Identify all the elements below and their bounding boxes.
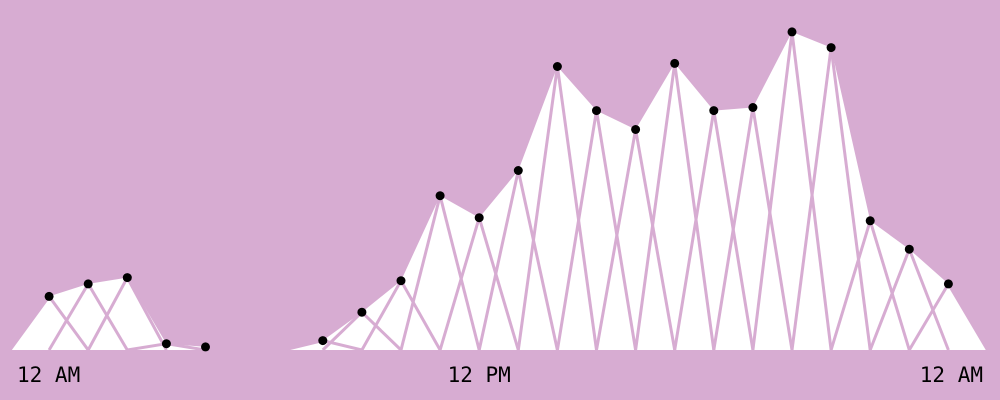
data-point bbox=[44, 291, 54, 301]
data-point bbox=[83, 279, 93, 289]
data-point bbox=[865, 216, 875, 226]
zigzag-line bbox=[868, 220, 911, 351]
zigzag-line bbox=[673, 110, 716, 351]
zigzag-line bbox=[908, 283, 950, 351]
data-point bbox=[552, 62, 562, 71]
zigzag-line bbox=[360, 311, 403, 352]
data-point bbox=[513, 166, 523, 175]
data-point bbox=[670, 58, 680, 68]
zigzag-line bbox=[712, 107, 755, 351]
zigzag-line bbox=[595, 110, 638, 351]
zigzag-line bbox=[555, 110, 598, 351]
zigzag-line bbox=[751, 31, 794, 351]
data-points bbox=[44, 27, 953, 352]
data-point bbox=[318, 336, 328, 346]
x-tick-label: 12 PM bbox=[448, 363, 511, 387]
zigzag-line bbox=[438, 195, 481, 351]
zigzag-line bbox=[47, 295, 90, 351]
zigzag-line bbox=[360, 279, 403, 351]
zigzag-line bbox=[477, 170, 520, 351]
zigzag-line bbox=[399, 279, 442, 351]
x-tick-label: 12 AM bbox=[920, 363, 983, 387]
data-point bbox=[631, 125, 641, 134]
data-point bbox=[592, 106, 601, 116]
zigzag-line bbox=[790, 47, 833, 351]
zigzag-line bbox=[125, 276, 168, 351]
zigzag-line bbox=[438, 217, 481, 351]
zigzag-line bbox=[751, 107, 794, 351]
data-point bbox=[396, 276, 406, 286]
zigzag-line bbox=[907, 248, 950, 351]
data-point bbox=[748, 103, 758, 112]
data-point bbox=[201, 342, 210, 352]
data-point bbox=[357, 307, 367, 317]
zigzag-line bbox=[166, 342, 206, 352]
data-point bbox=[435, 191, 445, 201]
data-point bbox=[904, 244, 914, 254]
zigzag-line bbox=[555, 66, 598, 351]
zigzag-line bbox=[321, 311, 363, 352]
zigzag-line bbox=[947, 283, 989, 351]
zigzag-line bbox=[516, 170, 559, 351]
zigzag-line bbox=[634, 63, 677, 351]
zigzag-line bbox=[399, 195, 442, 351]
x-axis-ticks: 12 AM 12 PM 12 AM bbox=[17, 363, 983, 387]
data-point bbox=[122, 273, 132, 283]
zigzag-line bbox=[283, 339, 324, 352]
zigzag-line bbox=[829, 47, 872, 351]
zigzag-line bbox=[516, 66, 559, 351]
zigzag-line bbox=[868, 248, 911, 351]
zigzag-line bbox=[8, 295, 51, 351]
zigzag-line bbox=[47, 283, 90, 351]
zigzag-line bbox=[829, 220, 872, 351]
zigzag-lines bbox=[8, 31, 989, 352]
zigzag-line bbox=[634, 129, 677, 351]
zigzag-line bbox=[127, 342, 167, 352]
data-point bbox=[787, 27, 797, 37]
data-point bbox=[474, 213, 484, 223]
zigzag-line bbox=[86, 276, 129, 351]
data-point bbox=[943, 279, 953, 289]
data-point bbox=[709, 106, 719, 116]
data-point bbox=[161, 339, 171, 349]
zigzag-line bbox=[595, 129, 638, 351]
x-tick-label: 12 AM bbox=[17, 363, 80, 387]
data-point bbox=[826, 43, 836, 53]
zigzag-line bbox=[477, 217, 520, 351]
zigzag-line bbox=[673, 63, 716, 351]
